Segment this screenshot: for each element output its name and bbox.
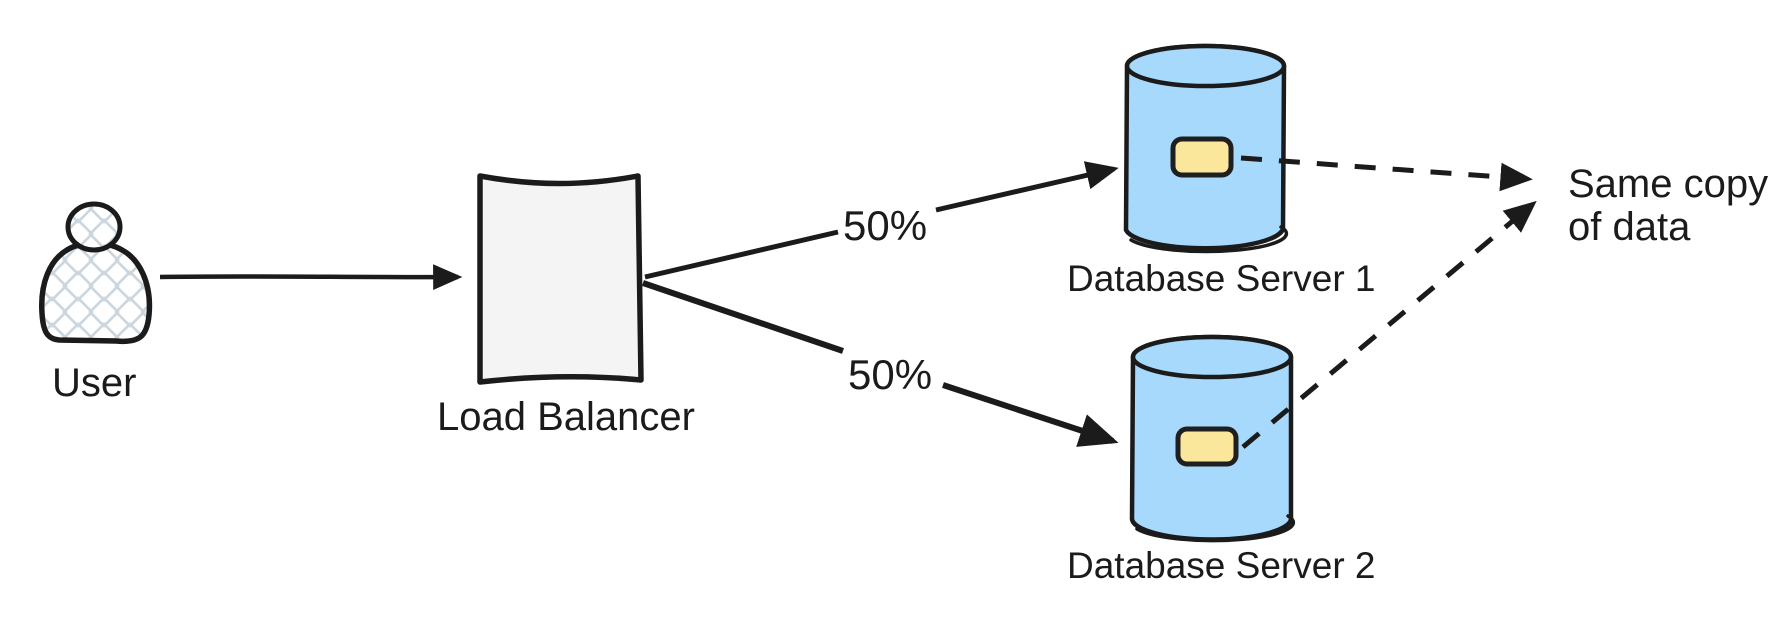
edge-user-to-lb bbox=[159, 264, 463, 290]
db-server-2-node: Database Server 2 bbox=[1067, 334, 1376, 586]
load-balancer-label: Load Balancer bbox=[437, 395, 695, 439]
db1-cylinder-sketch-stroke bbox=[1129, 225, 1289, 254]
edge-lb-to-db1-label: 50% bbox=[843, 202, 927, 249]
load-balancer-node: Load Balancer bbox=[437, 173, 695, 439]
edge-lb-to-db2-segment-1 bbox=[642, 280, 844, 354]
edge-db1-to-note-dashed bbox=[1240, 155, 1533, 192]
edge-db2-to-note-dashed bbox=[1241, 200, 1537, 449]
user-head-icon bbox=[65, 201, 123, 253]
db1-cylinder-top bbox=[1124, 43, 1287, 89]
user-node: User bbox=[39, 201, 153, 405]
edge-lb-to-db2: 50% bbox=[642, 280, 1119, 447]
load-balancer-box bbox=[477, 173, 644, 385]
user-person-icon bbox=[39, 240, 153, 345]
db2-cylinder-top bbox=[1130, 334, 1294, 380]
annotation-line-1: Same copy bbox=[1568, 162, 1768, 206]
db2-label: Database Server 2 bbox=[1067, 545, 1376, 586]
edge-lb-to-db2-segment-2 bbox=[942, 382, 1119, 447]
db1-data-token-icon bbox=[1170, 136, 1234, 178]
db2-data-token-icon bbox=[1175, 426, 1239, 467]
edge-lb-to-db1: 50% bbox=[644, 161, 1119, 280]
db1-label: Database Server 1 bbox=[1067, 258, 1376, 299]
edge-lb-to-db1-segment-2 bbox=[935, 161, 1119, 213]
edge-lb-to-db2-label: 50% bbox=[848, 351, 932, 398]
same-copy-annotation: Same copy of data bbox=[1568, 162, 1768, 249]
user-label: User bbox=[52, 361, 136, 405]
db-server-1-node: Database Server 1 bbox=[1067, 43, 1376, 299]
db2-cylinder-sketch-stroke bbox=[1135, 514, 1296, 543]
annotation-line-2: of data bbox=[1568, 205, 1691, 249]
edge-lb-to-db1-segment-1 bbox=[644, 229, 839, 280]
